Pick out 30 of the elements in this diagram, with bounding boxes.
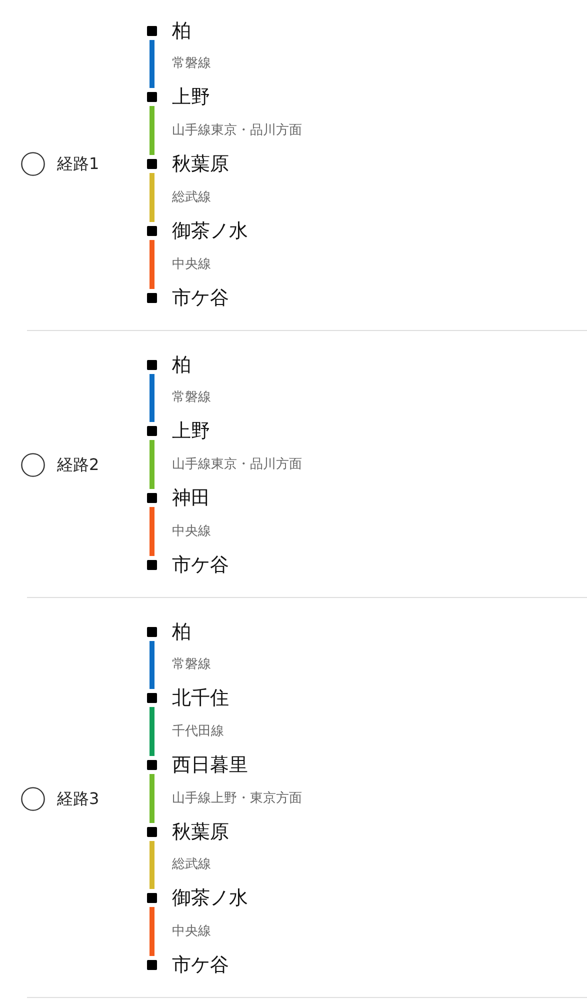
station-name: 御茶ノ水 (172, 889, 248, 907)
station-name: 北千住 (172, 689, 229, 707)
station-name: 市ケ谷 (172, 289, 229, 307)
station-name: 秋葉原 (172, 823, 229, 841)
station-name: 上野 (172, 88, 210, 106)
edge-label: 中央線 (172, 524, 211, 540)
edge-label: 総武線 (172, 190, 211, 206)
edge-label: 山手線東京・品川方面 (172, 122, 302, 138)
edge-label: 総武線 (172, 857, 211, 873)
edge-label: 中央線 (172, 924, 211, 940)
edge-label: 常磐線 (172, 56, 211, 72)
edge-label: 千代田線 (172, 724, 224, 740)
station-name: 柏 (172, 22, 191, 40)
station-name: 市ケ谷 (172, 956, 229, 974)
edge-label: 中央線 (172, 256, 211, 272)
edge-label: 常磐線 (172, 657, 211, 673)
station-name: 柏 (172, 623, 191, 641)
route-label: 経路2 (57, 455, 100, 475)
station-name: 御茶ノ水 (172, 222, 248, 240)
station-name: 西日暮里 (172, 756, 248, 774)
edge-label: 常磐線 (172, 390, 211, 406)
station-name: 上野 (172, 422, 210, 440)
route-label: 経路3 (57, 789, 100, 809)
station-name: 神田 (172, 489, 210, 507)
station-name: 秋葉原 (172, 155, 229, 173)
route-label: 経路1 (57, 154, 100, 174)
station-name: 市ケ谷 (172, 556, 229, 574)
station-name: 柏 (172, 356, 191, 374)
edge-label: 山手線上野・東京方面 (172, 790, 302, 806)
edge-label: 山手線東京・品川方面 (172, 456, 302, 472)
